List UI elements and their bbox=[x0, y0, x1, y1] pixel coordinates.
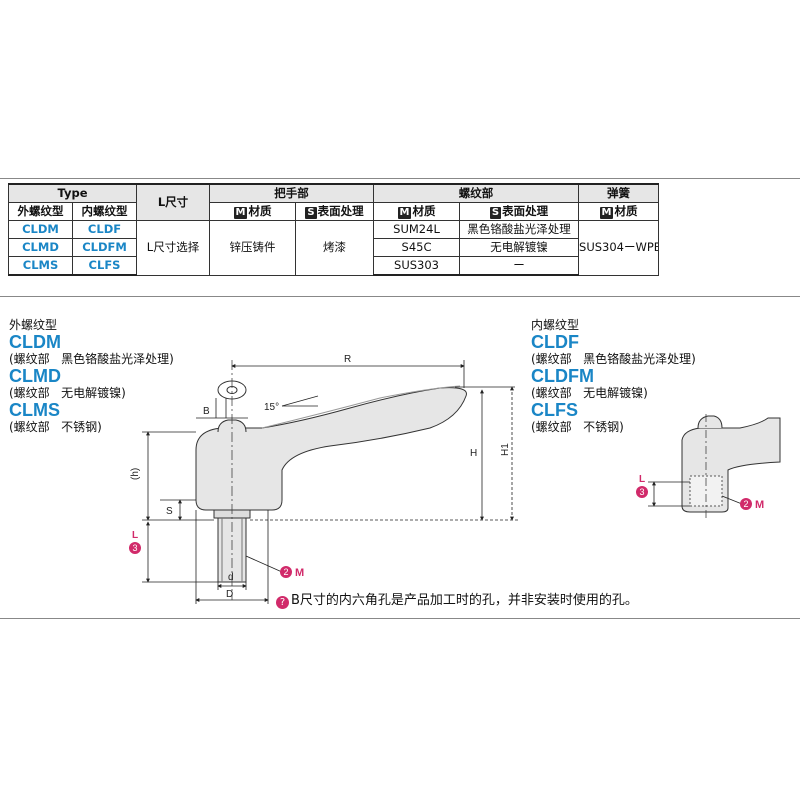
legend-code: CLDF bbox=[531, 332, 579, 352]
inner-thread-legend: 内螺纹型 CLDF (螺纹部 黑色铬酸盐光泽处理) CLDFM (螺纹部 无电解… bbox=[531, 318, 696, 434]
l-size-value: L尺寸选择 bbox=[136, 220, 211, 276]
svg-text:3: 3 bbox=[132, 543, 137, 553]
dim-d-label: d bbox=[228, 572, 234, 583]
dim-h1-label: H1 bbox=[500, 443, 511, 456]
thread-surface-value: 无电解镀镍 bbox=[459, 238, 580, 257]
legend-desc: (螺纹部 无电解镀镍) bbox=[9, 386, 126, 400]
dim-s-label: S bbox=[166, 506, 173, 517]
legend-desc: (螺纹部 不锈钢) bbox=[531, 420, 624, 434]
svg-text:2: 2 bbox=[743, 499, 748, 509]
legend-code: CLDM bbox=[9, 332, 61, 352]
svg-text:M: M bbox=[295, 567, 304, 579]
thread-material-value: S45C bbox=[373, 238, 461, 257]
marker-2m-icon: 2 M bbox=[280, 566, 304, 579]
legend-desc: (螺纹部 黑色铬酸盐光泽处理) bbox=[9, 352, 174, 366]
table-cell-outer-type: CLMS bbox=[8, 256, 73, 276]
outer-thread-type-header: 外螺纹型 bbox=[8, 202, 73, 221]
lever-handle-shape bbox=[195, 385, 467, 511]
svg-text:2: 2 bbox=[283, 567, 288, 577]
handle-surface-value: 烤漆 bbox=[295, 220, 375, 276]
dim-b-label: B bbox=[203, 406, 210, 417]
legend-desc: (螺纹部 不锈钢) bbox=[9, 420, 102, 434]
svg-text:L: L bbox=[639, 474, 645, 485]
svg-text:M: M bbox=[755, 499, 764, 511]
type-header: Type bbox=[7, 183, 138, 203]
outer-thread-legend: 外螺纹型 CLDM (螺纹部 黑色铬酸盐光泽处理) CLMD (螺纹部 无电解镀… bbox=[9, 318, 174, 434]
top-rule bbox=[0, 178, 800, 179]
material-badge-icon: M bbox=[599, 207, 614, 219]
l-size-header: L尺寸 bbox=[136, 183, 211, 221]
surface-badge-icon: S bbox=[305, 207, 317, 219]
dim-h-small-label: (h) bbox=[130, 468, 141, 480]
dim-r-label: R bbox=[344, 354, 351, 365]
marker-3l-icon: 3 L bbox=[129, 530, 141, 554]
inner-thread-type-header: 内螺纹型 bbox=[71, 202, 138, 221]
legend-caption: 内螺纹型 bbox=[531, 318, 580, 332]
legend-code: CLMS bbox=[9, 400, 60, 420]
legend-caption: 外螺纹型 bbox=[9, 318, 58, 332]
legend-code: CLMD bbox=[9, 366, 61, 386]
legend-code: CLFS bbox=[531, 400, 578, 420]
dim-angle-label: 15° bbox=[264, 402, 279, 413]
tip-icon: ? bbox=[276, 596, 289, 609]
handle-material-value: 锌压铸件 bbox=[209, 220, 297, 276]
table-cell-outer-type: CLDM bbox=[8, 220, 73, 239]
internal-thread-part-shape bbox=[681, 414, 781, 520]
right-dimension-lines bbox=[648, 481, 743, 507]
dimension-lines bbox=[142, 360, 520, 604]
spring-header: 弹簧 bbox=[578, 183, 660, 203]
svg-text:L: L bbox=[132, 530, 138, 541]
mid-rule bbox=[0, 296, 800, 297]
thread-material-value: SUS303 bbox=[373, 256, 461, 276]
table-cell-inner-type: CLDFM bbox=[71, 238, 138, 257]
surface-badge-icon: S bbox=[489, 207, 502, 219]
legend-desc: (螺纹部 黑色铬酸盐光泽处理) bbox=[531, 352, 696, 366]
marker-3l-icon: 3 L bbox=[636, 474, 648, 498]
svg-text:3: 3 bbox=[639, 487, 644, 497]
material-badge-icon: M bbox=[397, 207, 412, 219]
legend-desc: (螺纹部 无电解镀镍) bbox=[531, 386, 648, 400]
dim-big-d-label: D bbox=[226, 589, 233, 600]
material-badge-icon: M bbox=[233, 207, 248, 219]
table-cell-outer-type: CLMD bbox=[8, 238, 73, 257]
spring-material-value: SUS304ーWPB bbox=[578, 220, 660, 276]
legend-code: CLDFM bbox=[531, 366, 594, 386]
table-cell-inner-type: CLFS bbox=[71, 256, 138, 276]
thread-surface-value: ー bbox=[459, 256, 580, 276]
bottom-rule bbox=[0, 618, 800, 619]
dim-h-label: H bbox=[470, 448, 477, 459]
marker-2m-icon: 2 M bbox=[740, 498, 764, 511]
hex-hole-note: ?B尺寸的内六角孔是产品加工时的孔，并非安装时使用的孔。 bbox=[276, 592, 638, 610]
note-text: B尺寸的内六角孔是产品加工时的孔，并非安装时使用的孔。 bbox=[291, 593, 638, 608]
